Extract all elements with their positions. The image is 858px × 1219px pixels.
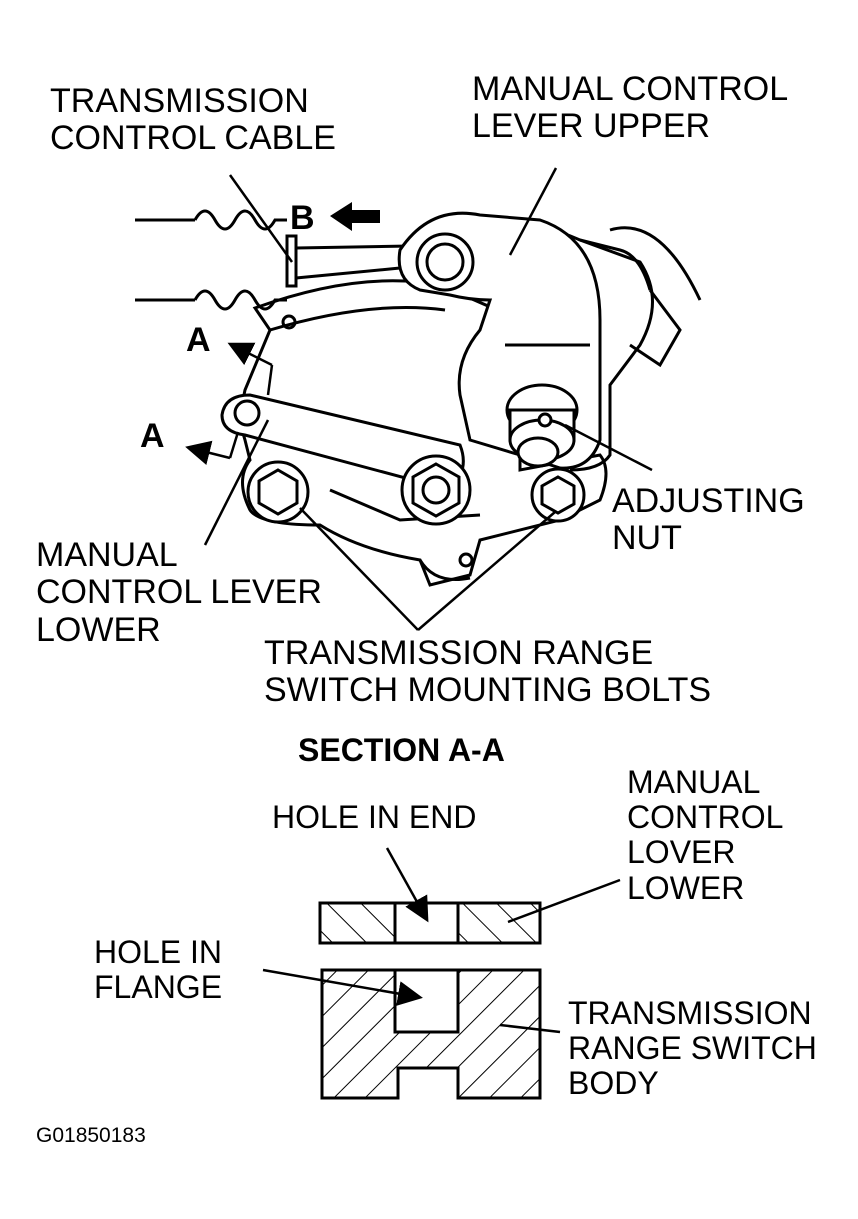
label-line: SWITCH MOUNTING BOLTS <box>264 671 712 710</box>
lever-lower-section <box>318 901 542 945</box>
label-line: CONTROL <box>627 799 784 836</box>
label-hole-in-end: HOLE IN END <box>272 799 477 835</box>
label-line: HOLE IN <box>94 934 223 970</box>
range-switch-housing <box>240 216 702 587</box>
label-line: NUT <box>612 519 682 558</box>
cable-boot <box>135 209 411 311</box>
label-line: TRANSMISSION <box>568 995 812 1031</box>
label-mounting-bolts: TRANSMISSION RANGE SWITCH MOUNTING BOLTS <box>264 634 712 710</box>
label-line: LOWER <box>36 610 161 649</box>
label-line: MANUAL CONTROL <box>472 70 789 108</box>
adjusting-nut-hardware <box>505 383 579 468</box>
label-line: LOVER <box>627 834 736 871</box>
label-arrow-b: B <box>290 199 315 237</box>
label-line: CONTROL LEVER <box>36 573 322 612</box>
section-arrows <box>185 342 274 465</box>
range-switch-body-section <box>320 968 542 1100</box>
label-line: FLANGE <box>94 969 223 1006</box>
label-arrow-a-lower: A <box>140 417 165 455</box>
label-line: MANUAL <box>627 764 761 800</box>
leader-lines-section <box>262 847 621 1034</box>
label-line: MANUAL <box>36 536 178 574</box>
label-manual-control-lever-lower: MANUAL CONTROL LEVER LOWER <box>36 536 322 649</box>
label-line: ADJUSTING <box>612 482 805 520</box>
label-line: CONTROL CABLE <box>50 119 336 158</box>
figure-id: G01850183 <box>36 1124 146 1147</box>
section-title: SECTION A-A <box>298 732 505 768</box>
label-manual-control-lover-lower: MANUAL CONTROL LOVER LOWER <box>627 764 784 906</box>
label-line: BODY <box>568 1065 659 1102</box>
label-line: LOWER <box>627 869 745 906</box>
label-line: TRANSMISSION <box>50 82 309 120</box>
label-line: LEVER UPPER <box>472 107 711 146</box>
label-line: RANGE SWITCH <box>568 1030 817 1067</box>
label-manual-control-lever-upper: MANUAL CONTROL LEVER UPPER <box>472 70 789 146</box>
mounting-bolts <box>246 454 586 526</box>
label-adjusting-nut: ADJUSTING NUT <box>612 482 805 558</box>
label-hole-in-flange: HOLE IN FLANGE <box>94 934 223 1006</box>
label-range-switch-body: TRANSMISSION RANGE SWITCH BODY <box>568 995 817 1102</box>
leader-lines-upper <box>203 167 653 631</box>
arrow-b <box>330 202 380 231</box>
label-arrow-a-upper: A <box>186 321 211 359</box>
label-transmission-control-cable: TRANSMISSION CONTROL CABLE <box>50 82 336 158</box>
label-line: TRANSMISSION RANGE <box>264 634 654 672</box>
